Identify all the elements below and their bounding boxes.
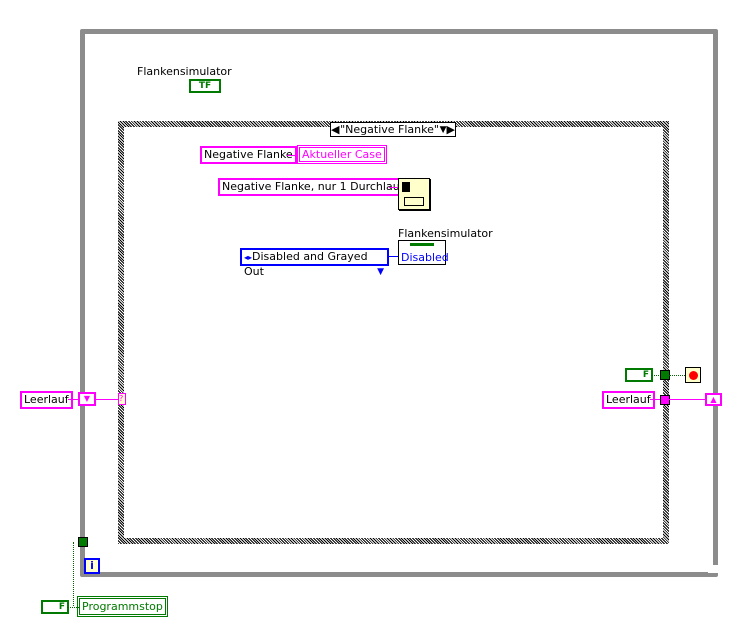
wire: [650, 399, 660, 400]
property-disabled: Disabled: [401, 251, 449, 264]
indicator-programmstop[interactable]: Programmstop: [77, 596, 168, 617]
loop-condition-tunnel: [78, 537, 88, 547]
stop-icon[interactable]: [685, 367, 701, 383]
const-leerlauf-out[interactable]: Leerlauf: [602, 391, 655, 409]
enum-disabled[interactable]: ◂▸Disabled and Grayed Out ▼: [240, 248, 389, 278]
case-selector[interactable]: ◀ "Negative Flanke" ▼ ▶: [330, 122, 456, 137]
next-case-icon[interactable]: ▶: [446, 123, 455, 136]
wire: [387, 256, 398, 257]
wire: [669, 375, 685, 376]
wire: [68, 399, 78, 400]
wire: [96, 399, 118, 400]
bool-false-const[interactable]: F: [625, 368, 653, 382]
const-leerlauf-in[interactable]: Leerlauf: [20, 391, 73, 409]
dropdown-icon[interactable]: ▼: [377, 267, 384, 277]
case-selector-terminal[interactable]: ?: [118, 393, 126, 405]
iteration-terminal: i: [84, 558, 100, 574]
enum-value: Disabled and Grayed Out: [244, 250, 368, 278]
case-selector-value: "Negative Flanke": [340, 123, 439, 136]
flankensimulator-label: Flankensimulator: [137, 65, 232, 78]
property-node-label: Flankensimulator: [398, 227, 493, 240]
wire: [67, 607, 79, 608]
const-message[interactable]: Negative Flanke, nur 1 Durchlauf: [218, 178, 408, 196]
wire: [73, 542, 74, 606]
wire: [669, 399, 705, 400]
flankensimulator-terminal[interactable]: TF: [189, 79, 221, 93]
tunnel: [660, 395, 670, 405]
shift-register-right[interactable]: ▲: [705, 393, 722, 406]
while-loop: [80, 29, 718, 577]
loop-gap: [708, 565, 720, 573]
property-node[interactable]: Disabled: [398, 240, 449, 265]
indicator-aktueller-case[interactable]: Aktueller Case: [297, 145, 387, 164]
dialog-message-icon[interactable]: [398, 178, 430, 210]
const-negative-flanke[interactable]: Negative Flanke: [200, 146, 297, 164]
wire: [287, 155, 298, 156]
prev-case-icon[interactable]: ◀: [331, 123, 340, 136]
shift-register-left[interactable]: ▼: [78, 392, 96, 406]
dropdown-icon[interactable]: ▼: [439, 124, 447, 135]
wire: [651, 375, 661, 376]
bool-false-const[interactable]: F: [41, 600, 69, 614]
wire: [389, 187, 398, 188]
